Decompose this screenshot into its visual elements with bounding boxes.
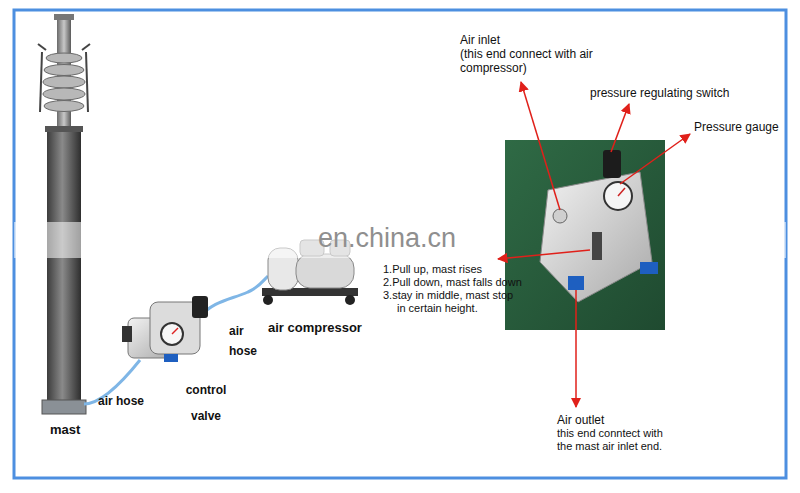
control-valve-figure <box>122 296 208 362</box>
regulator-knob <box>603 150 621 178</box>
watermark-band <box>14 222 786 258</box>
mast-collar <box>45 126 83 132</box>
valve-gauge <box>161 323 183 345</box>
callout-title: pressure regulating switch <box>590 86 729 100</box>
part-name: air compressor <box>268 320 362 336</box>
mast-tube <box>47 128 81 402</box>
callout-title: Pressure gauge <box>694 120 779 134</box>
leader-arrow <box>620 134 690 184</box>
instruction-item: 1.Pull up, mast rises <box>383 263 495 276</box>
instruction-item: 3.stay in middle, mast stop in certain h… <box>383 289 519 315</box>
compressor-foot <box>263 295 273 305</box>
gauge-needle <box>618 188 625 196</box>
valve-lever <box>592 232 602 260</box>
air-hose-line <box>198 276 268 318</box>
part-name: mast <box>50 422 80 438</box>
mast-cap <box>54 14 74 20</box>
leader-arrow <box>575 290 577 407</box>
coil-clamps <box>38 44 90 112</box>
leader-arrow <box>611 104 629 152</box>
compressor-foot <box>345 295 355 305</box>
callout-title: Air outlet <box>557 413 604 427</box>
valve-block <box>540 172 652 302</box>
part-name: air hose <box>98 394 144 408</box>
part-name: control valve <box>180 377 232 429</box>
valve-lever <box>122 326 132 342</box>
mast-base <box>42 400 86 414</box>
frame <box>14 10 786 478</box>
part-name: air hose <box>229 321 263 361</box>
inlet-port <box>553 209 567 223</box>
leader-arrow <box>498 250 590 259</box>
instruction-item: 2.Pull down, mast falls down <box>383 276 543 289</box>
callout-note: (this end connect with air compressor) <box>460 47 598 76</box>
outlet-fitting <box>568 276 584 290</box>
callout-note: this end conntect with the mast air inle… <box>557 427 679 453</box>
leader-lines <box>498 82 690 407</box>
leader-arrow <box>521 82 560 210</box>
cable-coil <box>43 53 85 112</box>
callout-title: Air inlet <box>460 33 500 47</box>
compressor-tank <box>296 254 354 288</box>
gauge-dial <box>604 182 632 210</box>
valve-knob <box>192 296 208 318</box>
watermark: en.china.cn <box>318 222 456 254</box>
mast-figure <box>38 14 90 414</box>
gauge-needle <box>172 328 178 334</box>
valve-fitting <box>164 354 178 362</box>
side-fitting <box>640 262 658 274</box>
